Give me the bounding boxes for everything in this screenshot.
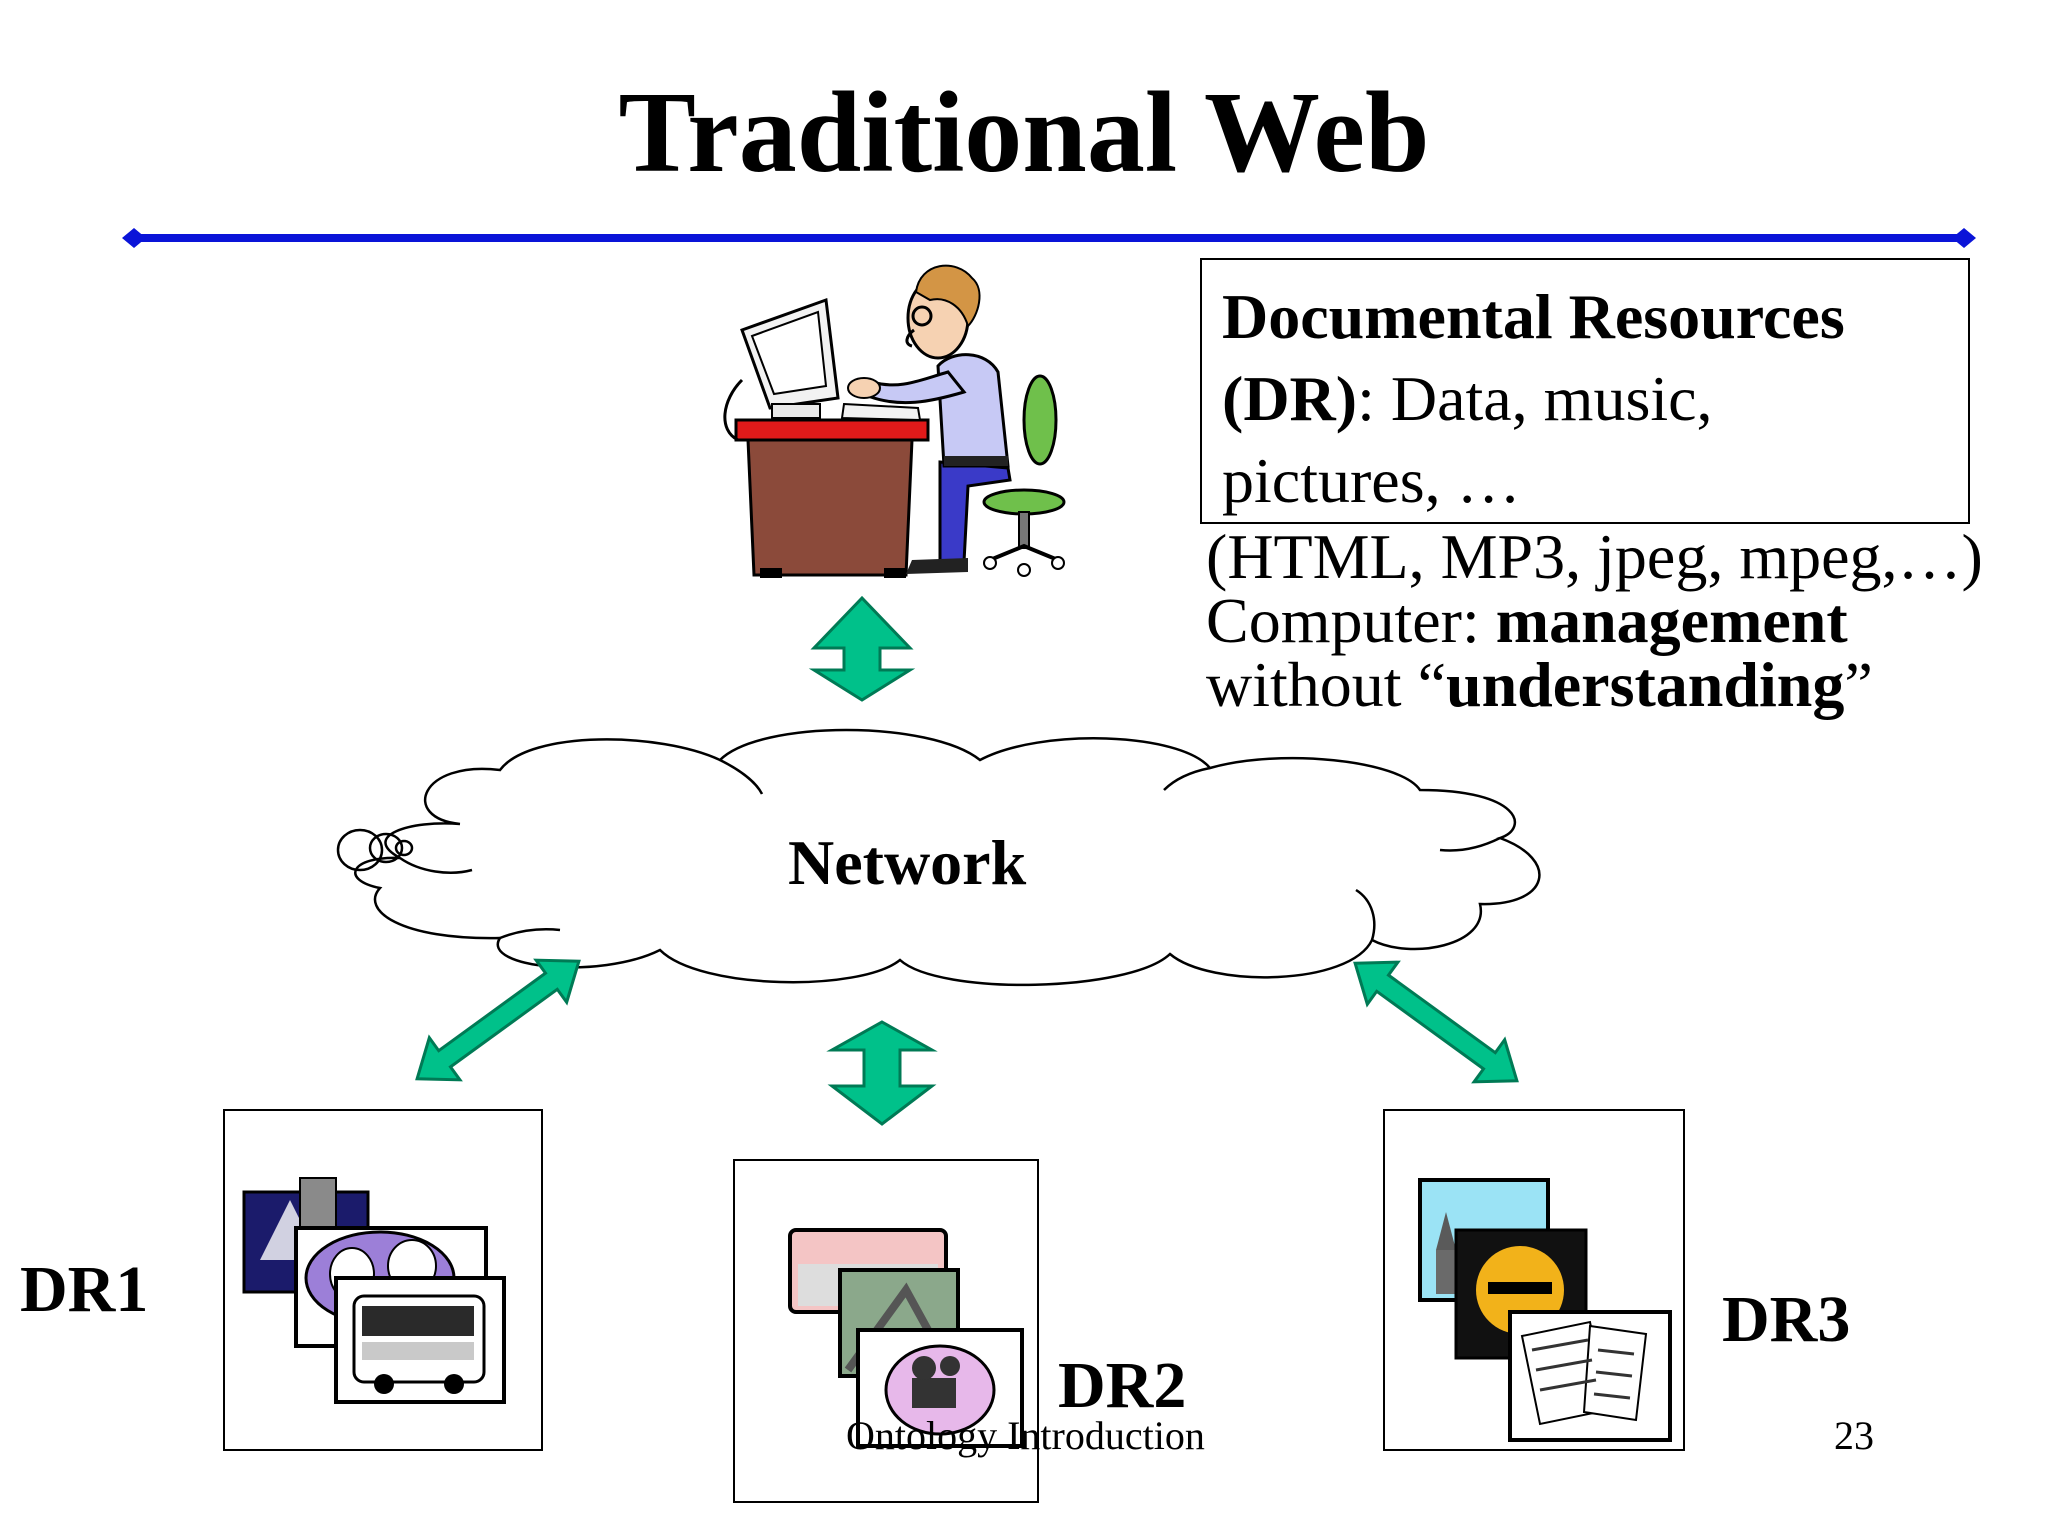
info-line-1-bold: Documental Resources xyxy=(1222,281,1845,352)
info-line-2-bold: (DR) xyxy=(1222,363,1358,434)
dr2-box xyxy=(733,1159,1039,1503)
page-number: 23 xyxy=(1834,1413,1874,1458)
info-line-3: pictures, … xyxy=(1222,445,1521,516)
dr1-label: DR1 xyxy=(20,1253,149,1326)
computer-line: Computer: management xyxy=(1206,589,1983,653)
footer-text: Ontology Introduction xyxy=(846,1413,1205,1458)
double-arrow-right xyxy=(1353,960,1519,1084)
understanding-suffix: ” xyxy=(1844,649,1873,720)
network-cloud-icon xyxy=(336,728,1541,987)
without-prefix: without “ xyxy=(1206,649,1446,720)
double-arrow-left xyxy=(415,958,581,1082)
dr1-box xyxy=(223,1109,543,1451)
double-arrow-center xyxy=(826,1020,938,1126)
understanding-line: without “understanding” xyxy=(1206,653,1983,717)
church-sun-music-clipart-icon xyxy=(1418,1178,1672,1442)
dr3-label: DR3 xyxy=(1722,1283,1851,1356)
documental-resources-box: Documental Resources (DR): Data, music, … xyxy=(1200,258,1970,524)
theater-bus-clipart-icon xyxy=(242,1177,506,1404)
info-line-1: Documental Resources xyxy=(1222,276,1948,358)
landscape-camera-clipart-icon xyxy=(788,1228,1024,1448)
understanding-text: understanding xyxy=(1445,649,1845,720)
dr2-label: DR2 xyxy=(1058,1349,1187,1422)
info-extra-text: (HTML, MP3, jpeg, mpeg,…) Computer: mana… xyxy=(1206,525,1983,717)
management-text: management xyxy=(1495,585,1848,656)
info-line-2-rest: : Data, music, xyxy=(1357,363,1713,434)
slide-title: Traditional Web xyxy=(618,69,1430,197)
user-at-computer-icon xyxy=(723,264,1066,578)
formats-line: (HTML, MP3, jpeg, mpeg,…) xyxy=(1206,521,1983,592)
computer-prefix: Computer: xyxy=(1206,585,1496,656)
double-arrow-top xyxy=(808,595,916,702)
header-rule xyxy=(122,228,1976,248)
network-label: Network xyxy=(788,827,1027,898)
dr3-box xyxy=(1383,1109,1685,1451)
info-line-2: (DR): Data, music, xyxy=(1222,358,1948,440)
